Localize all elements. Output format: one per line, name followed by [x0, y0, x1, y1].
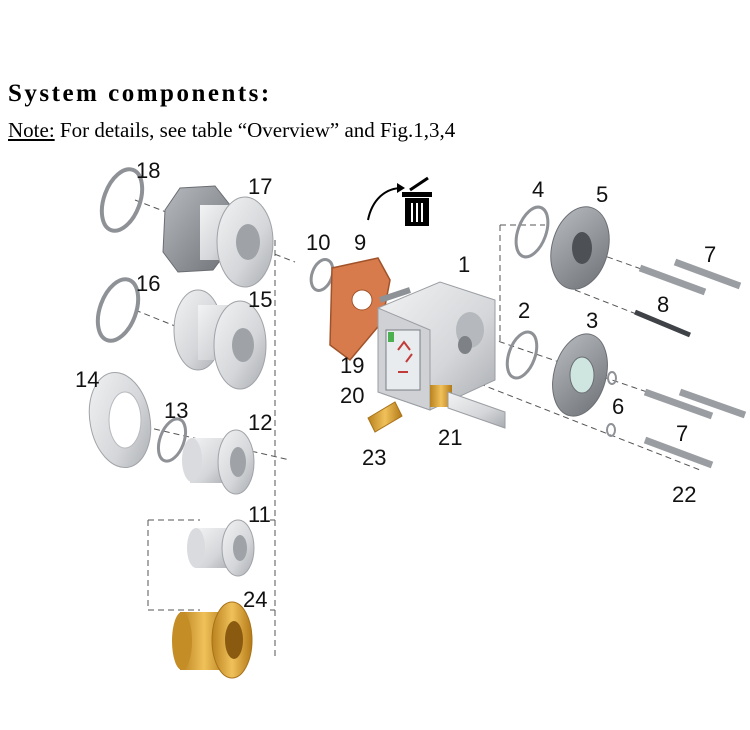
- note-label: Note:: [8, 118, 55, 142]
- part-24-brass-insert: [172, 601, 253, 679]
- trash-bin-icon: [367, 176, 432, 226]
- label-part-7-upper: 7: [704, 242, 716, 267]
- page-title: System components:: [8, 80, 272, 107]
- part-labels: 1 2 3 4 5 6 7 7 8 9 10 11 12 13 14 15 16…: [75, 158, 716, 612]
- label-part-21: 21: [438, 425, 462, 450]
- label-part-12: 12: [248, 410, 272, 435]
- label-part-5: 5: [596, 182, 608, 207]
- label-part-19: 19: [340, 353, 364, 378]
- label-part-13: 13: [164, 398, 188, 423]
- part-3-sight-glass-flange: [552, 333, 608, 417]
- part-1-main-body: [377, 281, 496, 411]
- screws-7-lower: [643, 388, 747, 469]
- o-ring-18: [99, 167, 145, 233]
- part-15-flange: [173, 289, 267, 390]
- o-ring-2: [505, 330, 539, 380]
- label-part-23: 23: [362, 445, 386, 470]
- label-part-6: 6: [612, 394, 624, 419]
- part-17-union-flange: [162, 185, 274, 288]
- part-14-ring-plate: [88, 371, 152, 469]
- o-ring-4: [514, 205, 550, 259]
- part-11-insert: [187, 519, 255, 577]
- label-part-4: 4: [532, 177, 544, 202]
- screw-8: [634, 309, 691, 338]
- label-part-24: 24: [243, 587, 267, 612]
- label-part-17: 17: [248, 174, 272, 199]
- label-part-1: 1: [458, 252, 470, 277]
- label-part-8: 8: [657, 292, 669, 317]
- screws-7-upper: [638, 258, 742, 296]
- washer-6a: [607, 371, 617, 385]
- label-part-18: 18: [136, 158, 160, 183]
- o-ring-13: [156, 417, 188, 463]
- part-21-valve: [430, 385, 506, 429]
- o-ring-16: [95, 277, 141, 343]
- part-5-flange: [550, 206, 610, 290]
- part-12-insert: [182, 429, 255, 495]
- note-body: For details, see table “Overview” and Fi…: [54, 118, 456, 142]
- label-part-2: 2: [518, 298, 530, 323]
- label-part-20: 20: [340, 383, 364, 408]
- label-part-7-lower: 7: [676, 421, 688, 446]
- label-part-10: 10: [306, 230, 330, 255]
- label-part-9: 9: [354, 230, 366, 255]
- note-text: Note: For details, see table “Overview” …: [8, 118, 455, 143]
- part-23-nozzle: [367, 401, 403, 433]
- label-part-14: 14: [75, 367, 99, 392]
- washer-6b: [606, 423, 616, 437]
- label-part-22: 22: [672, 482, 696, 507]
- label-part-15: 15: [248, 287, 272, 312]
- label-part-3: 3: [586, 308, 598, 333]
- label-part-16: 16: [136, 271, 160, 296]
- label-part-11: 11: [248, 502, 271, 527]
